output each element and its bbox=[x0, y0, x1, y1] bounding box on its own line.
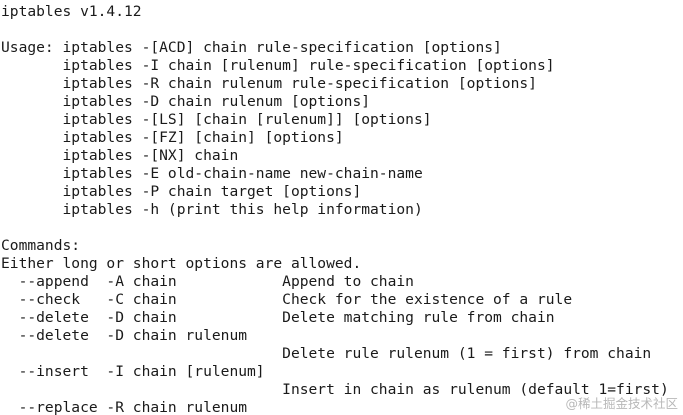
terminal-line-command: --replace -R chain rulenum bbox=[1, 399, 248, 415]
terminal-line-usage: iptables -I chain [rulenum] rule-specifi… bbox=[1, 57, 555, 74]
terminal-line-usage: iptables -D chain rulenum [options] bbox=[1, 93, 371, 110]
terminal-line-commands-heading: Commands: bbox=[1, 237, 81, 254]
watermark-logo-text: @稀土掘金技术社区 bbox=[565, 396, 678, 411]
terminal-line-command: --delete -D chain Delete matching rule f… bbox=[1, 309, 555, 326]
terminal-line-blank bbox=[1, 219, 669, 237]
terminal-line-usage: iptables -[NX] chain bbox=[1, 147, 239, 164]
terminal-line-command-description: Delete rule rulenum (1 = first) from cha… bbox=[1, 345, 652, 362]
terminal-line-blank bbox=[1, 21, 669, 39]
terminal-line-version: iptables v1.4.12 bbox=[1, 3, 142, 20]
terminal-line-usage: Usage: iptables -[ACD] chain rule-specif… bbox=[1, 39, 502, 56]
terminal-line-usage: iptables -E old-chain-name new-chain-nam… bbox=[1, 165, 423, 182]
terminal-line-command: --append -A chain Append to chain bbox=[1, 273, 414, 290]
terminal-line-command-description: Insert in chain as rulenum (default 1=fi… bbox=[1, 381, 669, 398]
terminal-line-usage: iptables -h (print this help information… bbox=[1, 201, 423, 218]
terminal-line-usage: iptables -P chain target [options] bbox=[1, 183, 362, 200]
terminal-line-usage: iptables -[LS] [chain [rulenum]] [option… bbox=[1, 111, 432, 128]
terminal-line-command: --insert -I chain [rulenum] bbox=[1, 363, 265, 380]
terminal-line-command: --delete -D chain rulenum bbox=[1, 327, 248, 344]
terminal-line-usage: iptables -R chain rulenum rule-specifica… bbox=[1, 75, 537, 92]
terminal-line-command: --check -C chain Check for the existence… bbox=[1, 291, 573, 308]
terminal-line-usage: iptables -[FZ] [chain] [options] bbox=[1, 129, 344, 146]
terminal-output: iptables v1.4.12 Usage: iptables -[ACD] … bbox=[1, 3, 669, 415]
terminal-line-commands-note: Either long or short options are allowed… bbox=[1, 255, 362, 272]
